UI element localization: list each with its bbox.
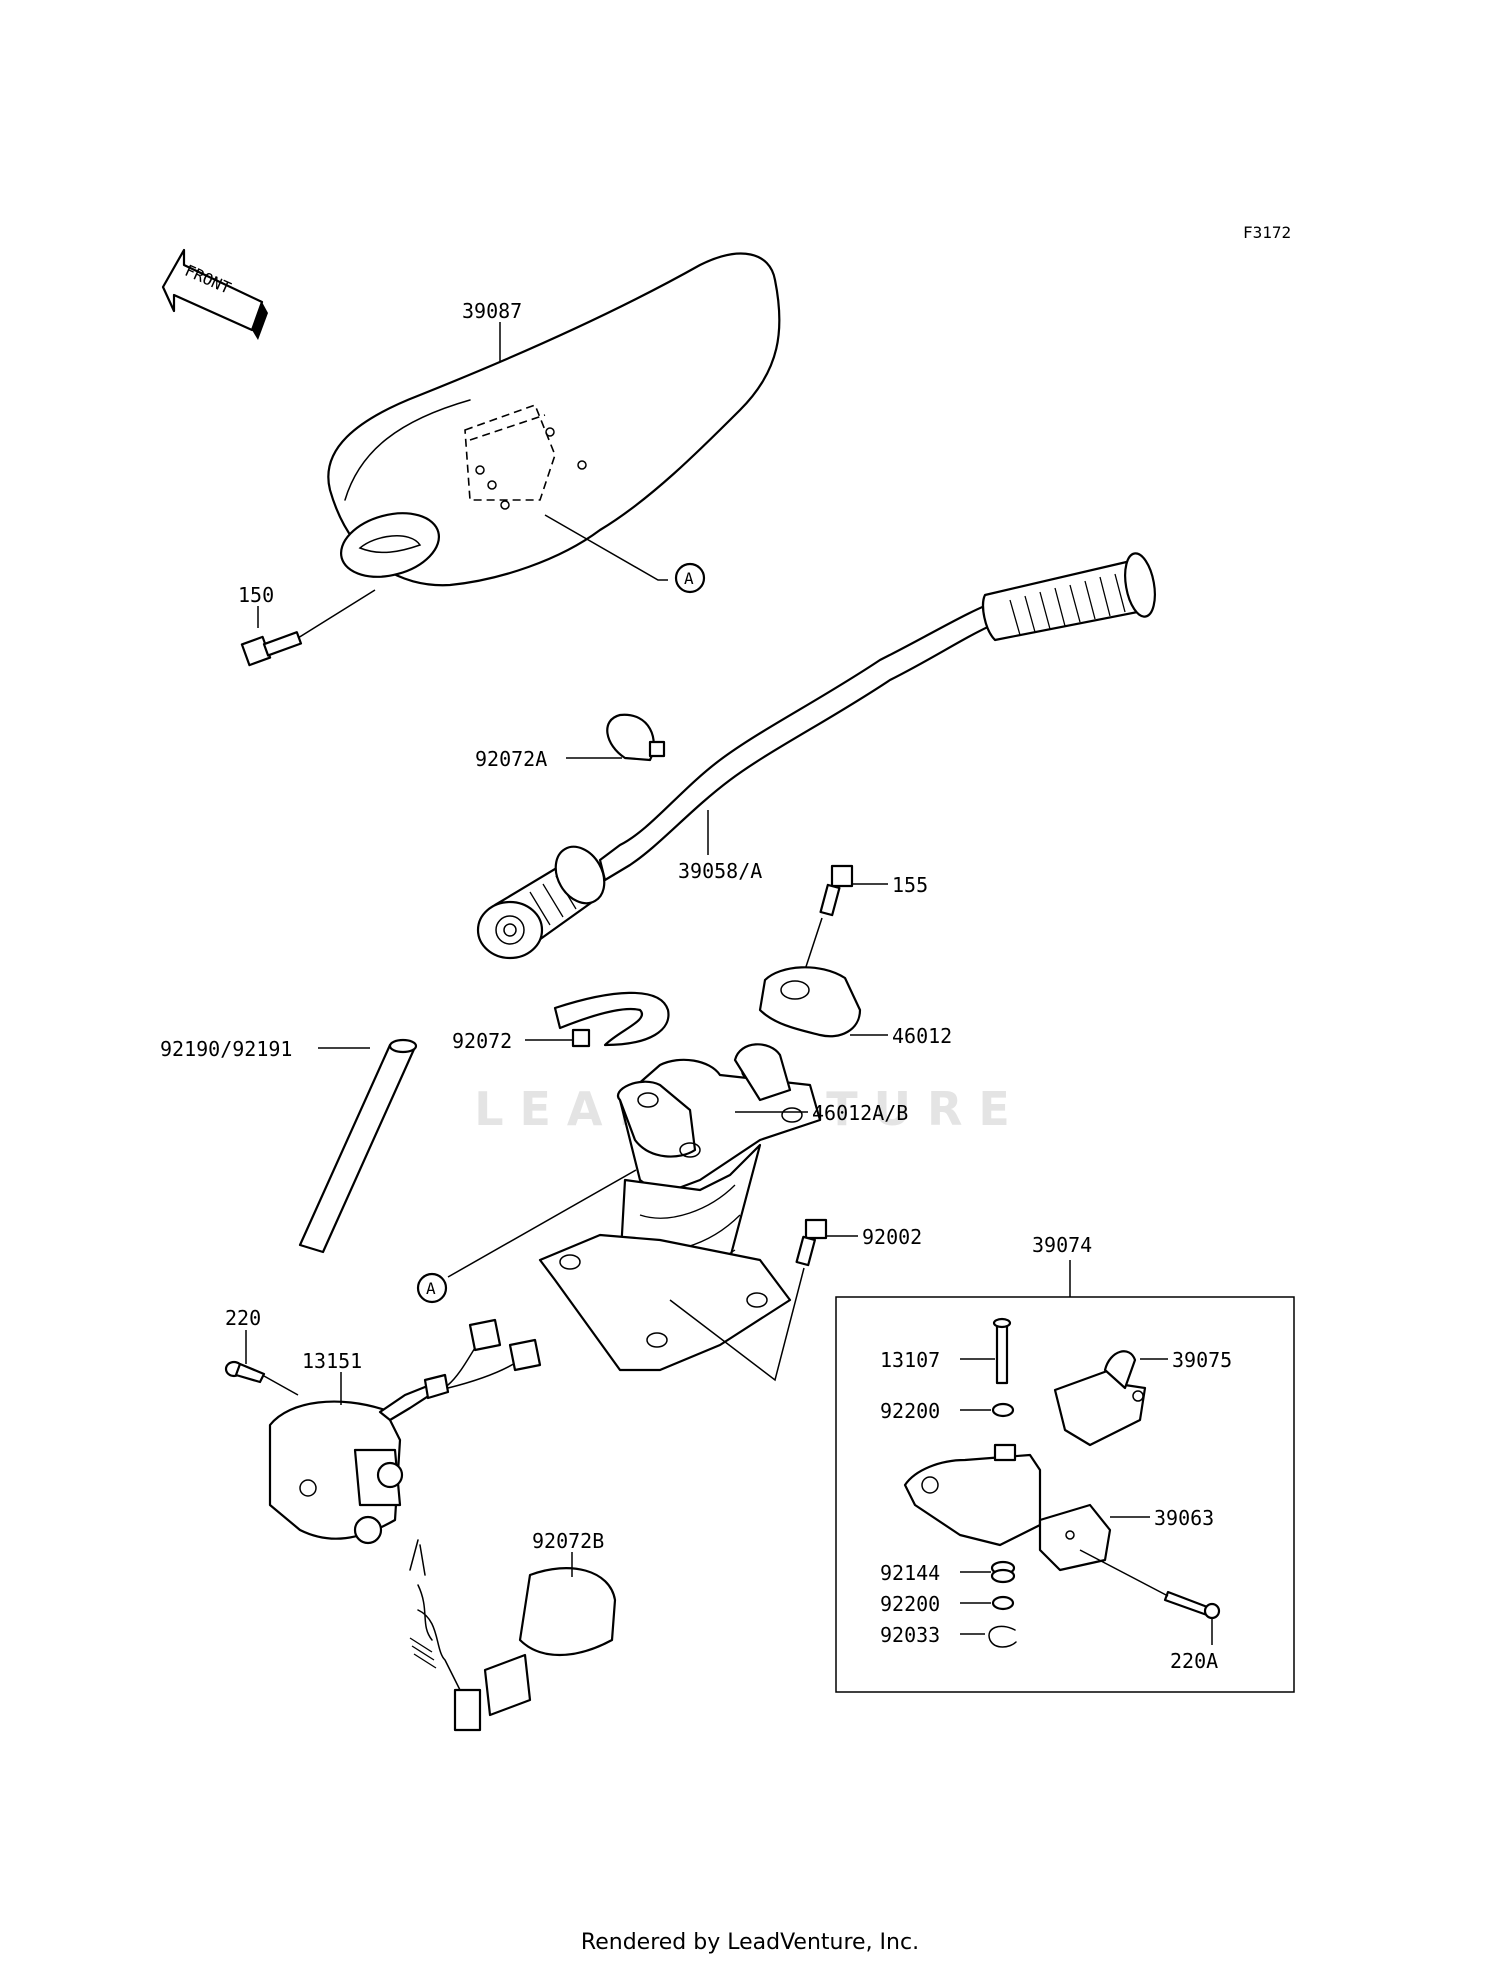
label-220A: 220A [1170, 1649, 1218, 1673]
label-39074: 39074 [1032, 1233, 1092, 1257]
front-arrow-icon: FRONT [161, 248, 268, 340]
label-92072A: 92072A [475, 747, 547, 771]
handlebar-cover-part: 39087 A [327, 252, 781, 594]
clamp-46012-part: 46012 [758, 966, 952, 1048]
ref-marker-a-top: A [684, 569, 694, 588]
label-39063: 39063 [1154, 1506, 1214, 1530]
label-92200-b: 92200 [880, 1592, 940, 1616]
label-92200-a: 92200 [880, 1399, 940, 1423]
label-92144: 92144 [880, 1561, 940, 1585]
label-39058A: 39058/A [678, 859, 762, 883]
label-39075: 39075 [1172, 1348, 1232, 1372]
label-92072: 92072 [452, 1029, 512, 1053]
label-92072B: 92072B [532, 1529, 604, 1553]
label-92002: 92002 [862, 1225, 922, 1249]
bracket-92072B-part: 92072B [409, 1529, 617, 1732]
label-39087: 39087 [462, 299, 522, 323]
bolt-155-part: 155 [799, 864, 928, 986]
steering-holder-46012AB-part: 46012A/B A [416, 1043, 908, 1372]
label-46012: 46012 [892, 1024, 952, 1048]
diagram-code: F3172 [1243, 223, 1291, 242]
bolt-92002-part: 92002 [669, 1218, 922, 1382]
label-13107: 13107 [880, 1348, 940, 1372]
ref-marker-a-bottom: A [426, 1279, 436, 1298]
label-92190: 92190/92191 [160, 1037, 292, 1061]
bolt-150-part: 150 [238, 583, 376, 667]
bolt-220-part: 220 [224, 1306, 299, 1396]
clamp-92072A-part: 92072A [475, 713, 666, 771]
footer-credit: Rendered by LeadVenture, Inc. [580, 1930, 920, 1955]
parts-box-39074: 39074 13107 39075 92200 39063 92144 [835, 1233, 1295, 1693]
label-46012AB: 46012A/B [812, 1101, 908, 1125]
label-220: 220 [225, 1306, 261, 1330]
switch-13151-part: 13151 [268, 1318, 542, 1545]
label-92033: 92033 [880, 1623, 940, 1647]
label-13151: 13151 [302, 1349, 362, 1373]
hose-92190-part: 92190/92191 [160, 1037, 418, 1254]
handlebar-39058-part: 39058/A [476, 552, 1156, 960]
clamp-92072-part: 92072 [452, 991, 670, 1053]
label-155: 155 [892, 873, 928, 897]
label-150: 150 [238, 583, 274, 607]
